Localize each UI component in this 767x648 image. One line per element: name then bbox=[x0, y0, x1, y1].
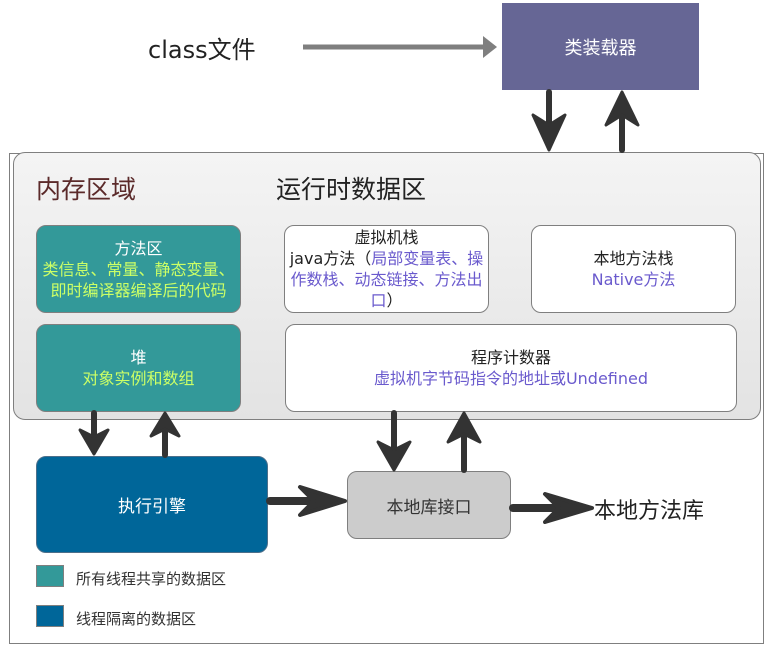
pc-register-name: 程序计数器 bbox=[470, 348, 551, 367]
pc-register-desc: 虚拟机字节码指令的地址或Undefined bbox=[373, 369, 649, 388]
class-file-label: class文件 bbox=[148, 36, 256, 64]
legend-label-shared: 所有线程共享的数据区 bbox=[76, 570, 227, 588]
legend-swatch-shared bbox=[36, 565, 64, 587]
native-interface-box: 本地库接口 bbox=[347, 471, 511, 539]
method-area-box: 方法区 类信息、常量、静态变量、即时编译器编译后的代码 bbox=[36, 225, 241, 313]
vm-stack-prefix: java方法（ bbox=[289, 249, 372, 268]
arrow-loader-down bbox=[531, 89, 567, 152]
arrow-engine-up bbox=[149, 411, 181, 458]
memory-area-title: 内存区域 bbox=[36, 175, 137, 204]
vm-stack-suffix: ） bbox=[386, 291, 403, 310]
arrow-loader-up bbox=[604, 90, 640, 153]
vm-stack-name: 虚拟机栈 bbox=[354, 228, 419, 247]
native-stack-name: 本地方法栈 bbox=[593, 249, 674, 268]
native-library-label: 本地方法库 bbox=[594, 499, 705, 524]
arrow-heap-down bbox=[78, 410, 110, 456]
arrow-engine-to-native bbox=[266, 485, 347, 517]
native-interface-label: 本地库接口 bbox=[386, 497, 472, 518]
native-stack-desc: Native方法 bbox=[591, 270, 676, 289]
method-area-name: 方法区 bbox=[114, 238, 163, 258]
native-method-stack-box: 本地方法栈 Native方法 bbox=[531, 225, 736, 313]
arrow-class-to-loader bbox=[303, 36, 497, 58]
execution-engine-label: 执行引擎 bbox=[118, 497, 186, 517]
vm-stack-desc: 局部变量表、操作数栈、动态链接、方法出口 bbox=[290, 249, 484, 310]
runtime-data-area-title: 运行时数据区 bbox=[276, 175, 427, 204]
method-area-desc: 类信息、常量、静态变量、即时编译器编译后的代码 bbox=[42, 259, 235, 300]
legend-label-isolated: 线程隔离的数据区 bbox=[76, 610, 197, 628]
arrow-native-up bbox=[446, 411, 482, 473]
class-loader-label: 类装载器 bbox=[564, 37, 637, 59]
heap-desc: 对象实例和数组 bbox=[82, 369, 195, 388]
arrow-pc-down bbox=[376, 410, 412, 472]
heap-box: 堆 对象实例和数组 bbox=[36, 324, 241, 412]
vm-stack-box: 虚拟机栈 java方法（局部变量表、操作数栈、动态链接、方法出口） bbox=[284, 225, 489, 313]
pc-register-box: 程序计数器 虚拟机字节码指令的地址或Undefined bbox=[285, 324, 737, 412]
execution-engine-box: 执行引擎 bbox=[36, 456, 268, 553]
heap-name: 堆 bbox=[130, 348, 147, 367]
legend-swatch-isolated bbox=[36, 605, 64, 627]
arrow-native-to-library bbox=[509, 492, 594, 524]
class-loader-box: 类装载器 bbox=[502, 3, 699, 90]
